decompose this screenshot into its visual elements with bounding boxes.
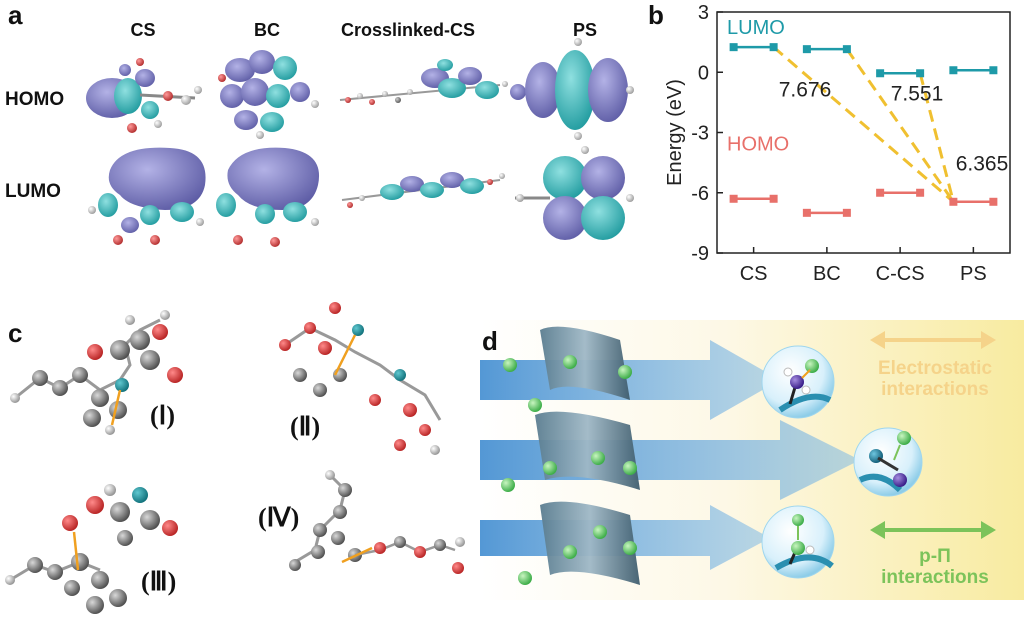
lumo-marker xyxy=(916,69,924,77)
lumo-marker xyxy=(770,43,778,51)
lumo-marker xyxy=(730,43,738,51)
y-tick-label: -3 xyxy=(691,123,709,145)
homo-marker xyxy=(803,209,811,217)
homo-marker xyxy=(876,189,884,197)
cs-homo-orbital xyxy=(86,58,202,133)
ps-homo-orbital xyxy=(510,38,634,140)
gap-annotation: 6.365 xyxy=(956,153,1009,176)
x-tick-label-ps: PS xyxy=(960,263,987,285)
homo-marker xyxy=(770,195,778,203)
bc-homo-orbital xyxy=(218,50,319,139)
homo-marker xyxy=(949,198,957,206)
y-axis-label: Energy (eV) xyxy=(664,79,686,186)
y-tick-label: 0 xyxy=(698,62,709,84)
electrostatic-bubble-1 xyxy=(762,346,834,418)
homo-marker xyxy=(843,209,851,217)
cs-lumo-orbital xyxy=(88,148,206,245)
pi-interaction-label-line2: interactions xyxy=(860,567,1010,588)
x-tick-label-c-cs: C-CS xyxy=(876,263,925,285)
pi-interaction-arrow xyxy=(870,521,996,539)
gap-annotation: 7.676 xyxy=(779,78,832,101)
structure-label-ii: (Ⅱ) xyxy=(290,412,320,442)
electrostatic-arrow xyxy=(870,331,996,349)
y-tick-label: -9 xyxy=(691,243,709,265)
y-tick-label: -6 xyxy=(691,183,709,205)
structure-label-iii: (Ⅲ) xyxy=(141,567,176,597)
pi-interaction-bubble xyxy=(762,506,834,578)
lumo-marker xyxy=(989,66,997,74)
crosslinked-cs-homo-orbital xyxy=(340,59,508,105)
homo-marker xyxy=(989,198,997,206)
y-tick-label: 3 xyxy=(698,2,709,24)
lumo-marker xyxy=(803,45,811,53)
homo-marker xyxy=(730,195,738,203)
pi-interaction-label-line1: p-Π xyxy=(860,546,1010,567)
lumo-marker xyxy=(949,66,957,74)
homo-marker xyxy=(916,189,924,197)
x-tick-label-bc: BC xyxy=(813,263,841,285)
molecular-structures xyxy=(0,280,480,630)
crosslinked-cs-lumo-orbital xyxy=(342,172,505,208)
electrostatic-label: Electrostatic interactions xyxy=(860,358,1010,400)
orbital-isosurfaces xyxy=(0,0,650,270)
gap-annotation: 7.551 xyxy=(891,82,944,105)
lumo-marker xyxy=(843,45,851,53)
x-tick-label-cs: CS xyxy=(740,263,768,285)
energy-level-chart: -9 -6 -3 0 3CS BC C-CS PS Energy (eV) LUMO HOMO 7.6… xyxy=(655,0,1024,290)
legend-lumo: LUMO xyxy=(727,17,785,39)
pi-interaction-label: p-Π interactions xyxy=(860,546,1010,588)
structure-label-iv: (Ⅳ) xyxy=(258,503,299,533)
structure-iv xyxy=(289,470,465,574)
bc-lumo-orbital xyxy=(216,148,319,247)
electrostatic-label-line1: Electrostatic xyxy=(860,358,1010,379)
structure-label-i: (Ⅰ) xyxy=(150,401,175,431)
ps-lumo-orbital xyxy=(515,146,634,240)
lumo-marker xyxy=(876,69,884,77)
electrostatic-label-line2: interactions xyxy=(860,379,1010,400)
legend-homo: HOMO xyxy=(727,134,789,156)
gap-line xyxy=(774,47,954,202)
electrostatic-bubble-2 xyxy=(854,428,922,496)
